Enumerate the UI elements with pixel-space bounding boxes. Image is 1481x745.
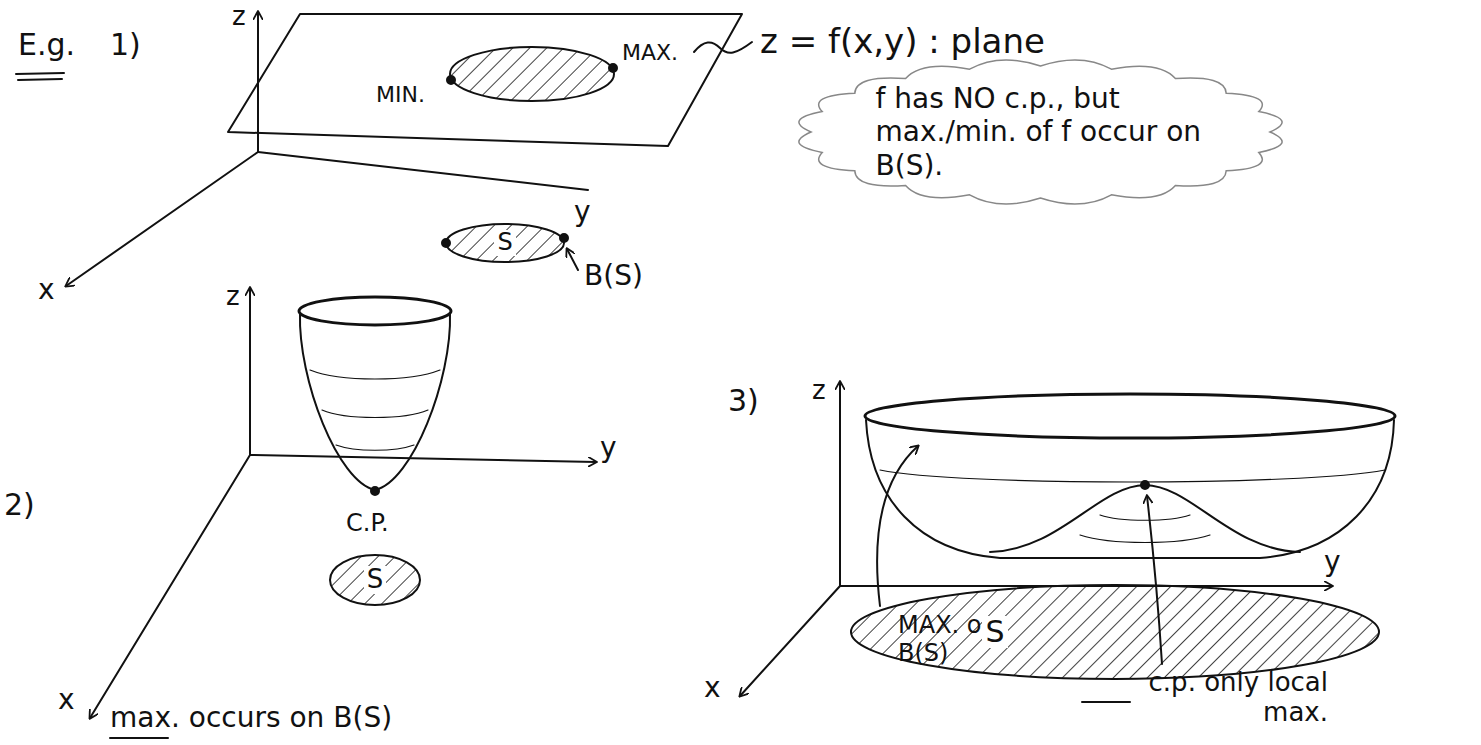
axis-label: x [58,684,75,716]
cloud-outline-path [799,60,1282,204]
point-label: MAX. [622,40,678,65]
boundary-label: B(S) [584,260,643,292]
y-axis [250,455,596,462]
note-text: f has NO c.p., but max./min. of f occur … [876,82,1206,183]
hatched-ellipse [446,224,564,262]
axis-label: y [600,432,617,464]
example-heading: E.g. [18,28,75,63]
region-ellipse: S [329,554,421,606]
item-number: 1) [110,28,141,63]
bowl-surface [866,420,1394,558]
region-label: S [982,616,1007,648]
bowl-surface [300,313,450,490]
point-label: MIN. [376,82,425,107]
y-axis [258,152,588,190]
region-ellipse: S [850,584,1380,680]
axis-label: z [812,376,826,406]
ellipse-outline [850,584,1380,680]
contour [310,370,440,379]
axis-label: x [704,672,721,704]
item-number: 3) [728,384,759,419]
plot-3 [740,382,1395,702]
x-axis [740,586,840,696]
contour [336,445,414,450]
plot-1 [66,12,752,286]
z-axis [839,382,841,586]
axis-label: y [574,196,591,228]
region-label: S [364,566,387,593]
axis-label: z [226,282,240,312]
bowl-rim [865,394,1395,438]
z-axis [249,288,251,455]
contour [322,410,428,418]
underline [18,79,62,80]
axis-label: x [38,274,55,306]
critical-point [371,487,379,495]
min-point [447,76,455,84]
point-label: C.P. [346,510,389,538]
axis-label: y [1324,546,1341,578]
hatched-region [450,47,614,101]
item-number: 2) [4,488,35,523]
contour [1080,535,1210,543]
contour [1100,515,1190,520]
max-point [609,64,617,72]
plane [228,14,742,146]
contour [880,470,1385,482]
axis-label: z [232,2,246,32]
function-note: z = f(x,y) : plane [760,22,1045,61]
x-axis [90,455,250,718]
x-axis [66,152,258,286]
hatched-ellipse [330,555,420,605]
leader-arrow [877,446,918,606]
underline [110,737,168,739]
region-ellipse: S [445,223,565,263]
plot-2 [90,288,596,738]
bump [990,485,1300,552]
leader-arrow [567,249,578,270]
underline [1082,701,1130,703]
cloud-note: f has NO c.p., but max./min. of f occur … [801,56,1280,208]
bowl-rim [299,297,451,325]
note-text: max. occurs on B(S) [110,702,392,734]
underline [16,73,64,74]
local-max-point [1141,481,1149,489]
region-label: S [494,230,515,255]
tilde-leader [694,42,752,53]
hatched-ellipse [851,585,1379,679]
